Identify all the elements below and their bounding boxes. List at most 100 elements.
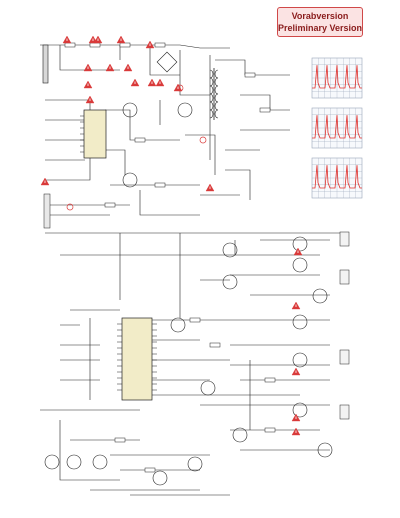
transformer-winding bbox=[214, 77, 219, 87]
transistor bbox=[66, 454, 82, 470]
stamp-line-1: Vorabversion bbox=[291, 11, 349, 21]
transistor bbox=[292, 314, 308, 330]
wires bbox=[40, 44, 340, 496]
resistor bbox=[209, 342, 221, 348]
transistor bbox=[44, 454, 60, 470]
wire bbox=[59, 45, 120, 71]
optocoupler-ic bbox=[83, 109, 107, 159]
wire bbox=[149, 45, 180, 76]
bridge-rectifier bbox=[156, 51, 178, 73]
warning-triangle-icon bbox=[293, 247, 303, 256]
warning-triangle-icon bbox=[173, 83, 183, 92]
warning-triangle-icon bbox=[123, 63, 133, 72]
transformer-winding bbox=[209, 93, 214, 103]
transistor bbox=[152, 470, 168, 486]
warning-triangle-icon bbox=[147, 78, 157, 87]
transistor bbox=[200, 380, 216, 396]
warning-triangle-icon bbox=[155, 78, 165, 87]
wire bbox=[240, 94, 290, 111]
resistor bbox=[89, 42, 101, 48]
transformer-winding bbox=[209, 109, 214, 119]
resistor bbox=[64, 42, 76, 48]
wire bbox=[105, 109, 180, 141]
transformer-winding bbox=[209, 101, 214, 111]
oscilloscope-traces bbox=[311, 57, 363, 199]
wire bbox=[139, 190, 200, 216]
transformer-winding bbox=[214, 101, 219, 111]
warning-triangle-icon bbox=[40, 177, 50, 186]
transistor bbox=[177, 102, 193, 118]
warning-triangle-icon bbox=[85, 95, 95, 104]
transistor bbox=[232, 427, 248, 443]
connector-icon bbox=[339, 349, 350, 365]
transistor bbox=[312, 288, 328, 304]
stamp-line-2: Preliminary Version bbox=[278, 23, 363, 33]
scope-trace bbox=[312, 65, 362, 89]
transformer-winding bbox=[214, 85, 219, 95]
controller-ic bbox=[121, 317, 153, 401]
transformer-winding bbox=[209, 69, 214, 79]
transistor bbox=[92, 454, 108, 470]
transistor bbox=[170, 317, 186, 333]
warning-markers bbox=[40, 35, 303, 436]
warning-triangle-icon bbox=[145, 40, 155, 49]
wire bbox=[59, 420, 120, 481]
resistor bbox=[119, 42, 131, 48]
resistor bbox=[144, 467, 156, 473]
transistor bbox=[292, 257, 308, 273]
transistor bbox=[187, 456, 203, 472]
transistor bbox=[222, 274, 238, 290]
warning-triangle-icon bbox=[291, 367, 301, 376]
warning-triangle-icon bbox=[130, 78, 140, 87]
preliminary-stamp: Vorabversion Preliminary Version bbox=[277, 7, 363, 37]
warning-triangle-icon bbox=[83, 63, 93, 72]
warning-triangle-icon bbox=[291, 301, 301, 310]
resistor bbox=[264, 427, 276, 433]
resistor bbox=[154, 182, 166, 188]
resistor bbox=[134, 137, 146, 143]
transformer-winding bbox=[214, 109, 219, 119]
pin-header bbox=[43, 193, 51, 229]
transistor bbox=[292, 352, 308, 368]
test-point bbox=[176, 84, 184, 92]
resistor bbox=[154, 42, 166, 48]
resistor bbox=[114, 437, 126, 443]
resistor bbox=[264, 377, 276, 383]
warning-triangle-icon bbox=[62, 35, 72, 44]
transistor bbox=[222, 242, 238, 258]
resistor bbox=[104, 202, 116, 208]
connector-icon bbox=[339, 231, 350, 247]
warning-triangle-icon bbox=[83, 80, 93, 89]
warning-triangle-icon bbox=[291, 413, 301, 422]
resistor bbox=[189, 317, 201, 323]
transistor bbox=[317, 442, 333, 458]
scope-trace bbox=[312, 115, 362, 139]
scope-trace bbox=[312, 165, 362, 189]
warning-triangle-icon bbox=[116, 35, 126, 44]
resistor bbox=[259, 107, 271, 113]
transformer-winding bbox=[209, 77, 214, 87]
transformer-winding bbox=[209, 85, 214, 95]
transistor bbox=[122, 102, 138, 118]
warning-triangle-icon bbox=[105, 63, 115, 72]
transistor bbox=[122, 172, 138, 188]
transformer-winding bbox=[214, 69, 219, 79]
transformer-winding bbox=[214, 93, 219, 103]
transistor bbox=[292, 402, 308, 418]
wire bbox=[185, 134, 216, 175]
warning-triangle-icon bbox=[93, 35, 103, 44]
resistor bbox=[244, 72, 256, 78]
test-point bbox=[66, 203, 74, 211]
connector-icon bbox=[339, 404, 350, 420]
wire bbox=[105, 149, 126, 175]
warning-triangle-icon bbox=[205, 183, 215, 192]
wire bbox=[225, 169, 251, 200]
wire bbox=[179, 50, 210, 96]
warning-triangle-icon bbox=[291, 427, 301, 436]
fuse-holder bbox=[42, 44, 49, 84]
connector-icon bbox=[339, 269, 350, 285]
transistor bbox=[292, 236, 308, 252]
test-point bbox=[199, 136, 207, 144]
